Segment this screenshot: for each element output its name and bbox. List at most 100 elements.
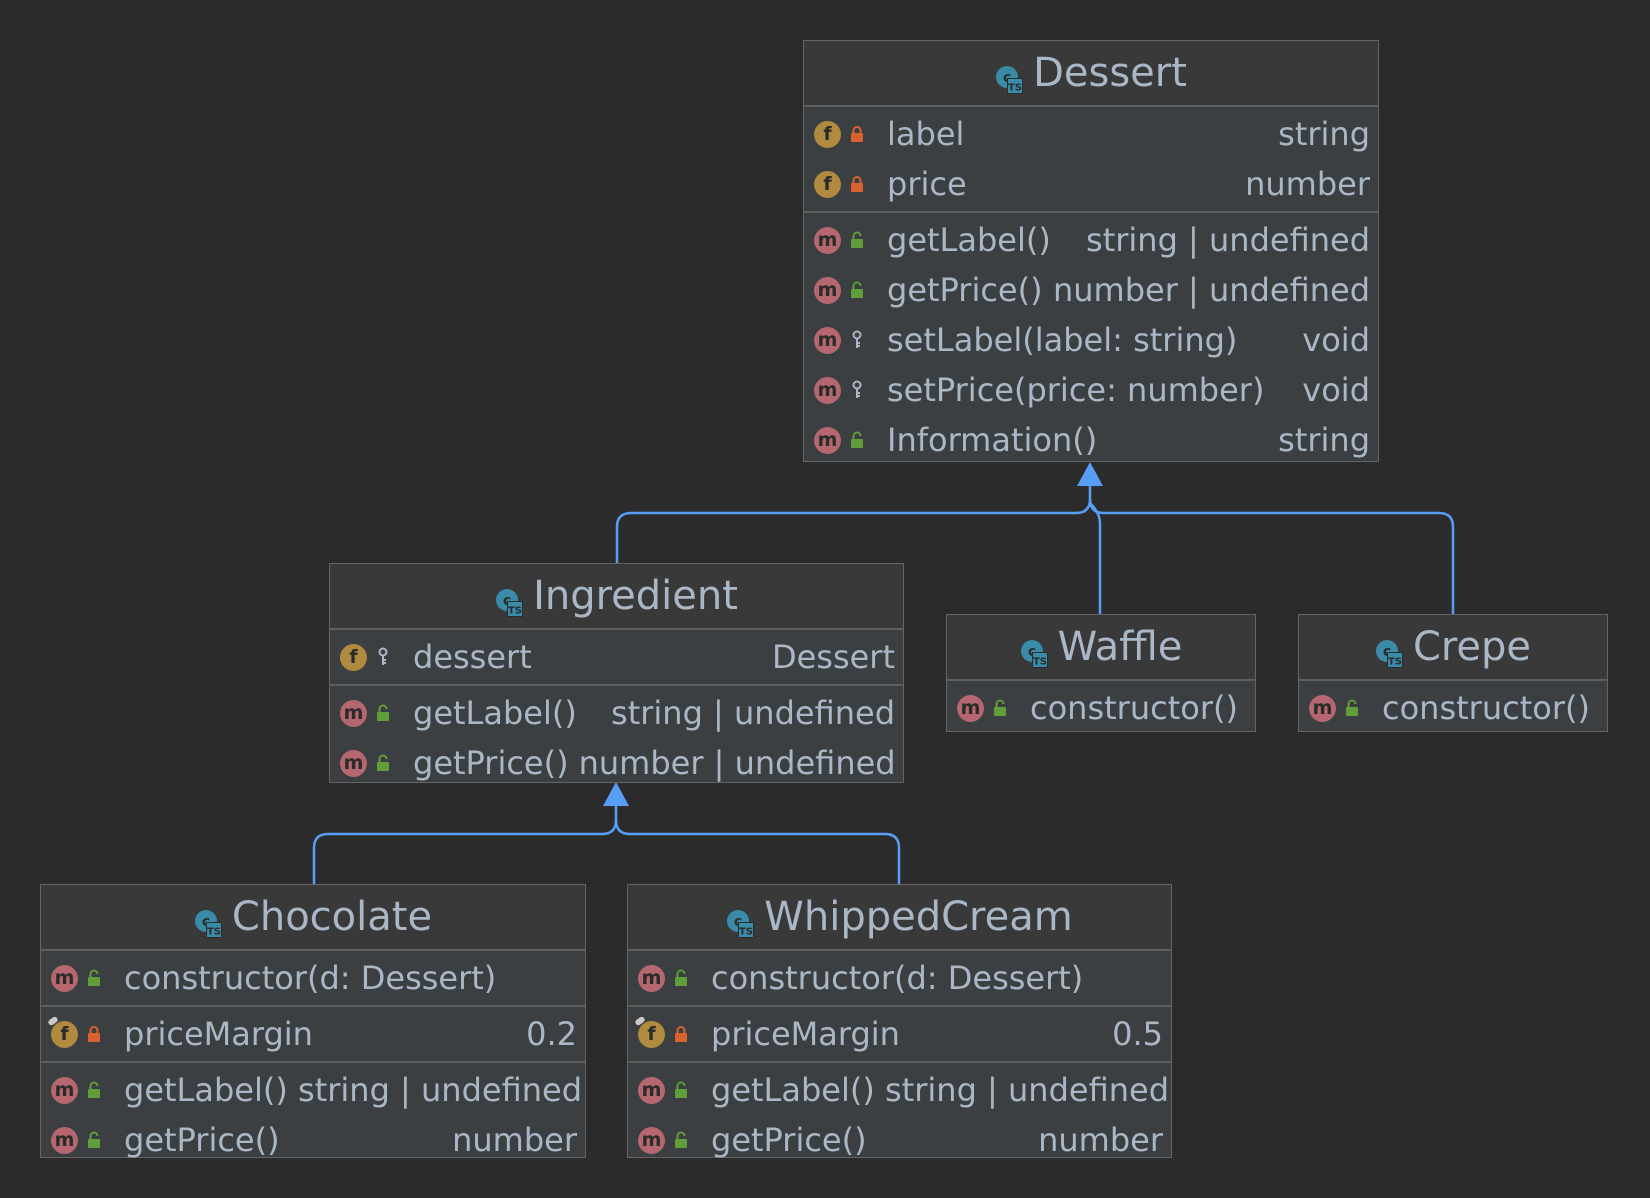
typescript-class-icon: cTS: [194, 902, 222, 938]
class-whippedcream[interactable]: cTSWhippedCreammconstructor(d: Dessert)f…: [627, 884, 1172, 1159]
open-lock-icon: [849, 429, 865, 451]
member-name: getLabel(): [413, 694, 577, 732]
member-name: label: [887, 115, 965, 153]
open-lock-icon: [375, 752, 391, 774]
class-chocolate[interactable]: cTSChocolatemconstructor(d: Dessert)fpri…: [40, 884, 586, 1159]
member-name: priceMargin: [711, 1015, 900, 1053]
svg-text:TS: TS: [207, 927, 221, 938]
open-lock-icon: [86, 967, 102, 989]
key-icon: [849, 379, 865, 401]
field-icon: f: [51, 1020, 78, 1048]
class-name: Crepe: [1412, 624, 1532, 670]
member-type: Dessert: [771, 638, 895, 676]
member-name: price: [887, 165, 967, 203]
field-icon: f: [340, 643, 367, 671]
member-type: void: [1302, 321, 1370, 359]
method-icon: m: [51, 1076, 78, 1104]
class-header[interactable]: cTSWaffle: [947, 615, 1255, 681]
typescript-class-icon: cTS: [1375, 632, 1403, 668]
member-name: constructor(): [1030, 689, 1238, 727]
svg-text:TS: TS: [1033, 657, 1047, 668]
key-icon: [849, 329, 865, 351]
member-type: string | undefined: [611, 694, 895, 732]
open-lock-icon: [86, 1079, 102, 1101]
open-lock-icon: [1344, 697, 1360, 719]
class-waffle[interactable]: cTSWafflemconstructor(): [946, 614, 1256, 732]
method-icon: m: [814, 276, 841, 304]
member-name: getLabel() string | undefined: [124, 1071, 582, 1109]
open-lock-icon: [86, 1129, 102, 1151]
open-lock-icon: [849, 229, 865, 251]
member-type: number: [452, 1121, 577, 1159]
member-name: priceMargin: [124, 1015, 313, 1053]
member-type: number | undefined: [578, 744, 896, 782]
field-icon: f: [814, 170, 841, 198]
class-ingredient[interactable]: cTSIngredientfdessertDessert m getLabel() s…: [329, 563, 904, 783]
class-name: Ingredient: [533, 573, 738, 619]
field-row[interactable]: f priceMargin 0.2: [41, 1009, 585, 1059]
member-name: constructor(d: Dessert): [711, 959, 1084, 997]
method-row[interactable]: m getLabel() string | undefined: [628, 1065, 1171, 1115]
lock-icon: [849, 123, 865, 145]
open-lock-icon: [849, 279, 865, 301]
edge-waffle-dessert: [1089, 502, 1102, 614]
member-name: constructor(): [1382, 689, 1590, 727]
class-header[interactable]: cTSIngredient: [330, 564, 903, 630]
typescript-class-icon: cTS: [726, 902, 755, 938]
member-type: 0.2: [526, 1015, 577, 1053]
member-name: setPrice(price: number): [887, 371, 1265, 409]
class-header[interactable]: cTSDessert: [804, 41, 1378, 107]
method-row[interactable]: m getLabel() string | undefined: [41, 1065, 585, 1115]
field-icon: f: [638, 1020, 665, 1048]
svg-text:TS: TS: [739, 927, 753, 938]
edge-ingredient-dessert: [615, 468, 1092, 563]
open-lock-icon: [673, 967, 689, 989]
method-row[interactable]: m Information() string: [804, 415, 1378, 465]
class-name: WhippedCream: [764, 894, 1073, 940]
method-row[interactable]: m setPrice(price: number) void: [804, 365, 1378, 415]
method-icon: m: [340, 749, 367, 777]
member-name: getLabel() string | undefined: [711, 1071, 1169, 1109]
typescript-class-icon: cTS: [1020, 632, 1048, 668]
method-icon: m: [638, 1076, 665, 1104]
method-icon: m: [814, 226, 841, 254]
member-type: void: [1302, 371, 1370, 409]
member-type: string: [1278, 421, 1370, 459]
class-header[interactable]: cTS WhippedCream: [628, 885, 1171, 951]
member-name: constructor(d: Dessert): [124, 959, 497, 997]
class-header[interactable]: cTS Chocolate: [41, 885, 585, 951]
class-header[interactable]: cTS Crepe: [1299, 615, 1607, 681]
method-icon: m: [814, 376, 841, 404]
method-icon: m: [814, 326, 841, 354]
fields-section: f priceMargin 0.2: [41, 1007, 585, 1063]
class-dessert[interactable]: cTSDessertflabelstringfpricenumbermgetLa…: [803, 40, 1379, 462]
open-lock-icon: [673, 1079, 689, 1101]
method-icon: m: [814, 426, 841, 454]
open-lock-icon: [375, 702, 391, 724]
member-name: Information(): [887, 421, 1098, 459]
class-name: Chocolate: [231, 894, 433, 940]
edge-crepe-dessert: [1088, 498, 1455, 614]
